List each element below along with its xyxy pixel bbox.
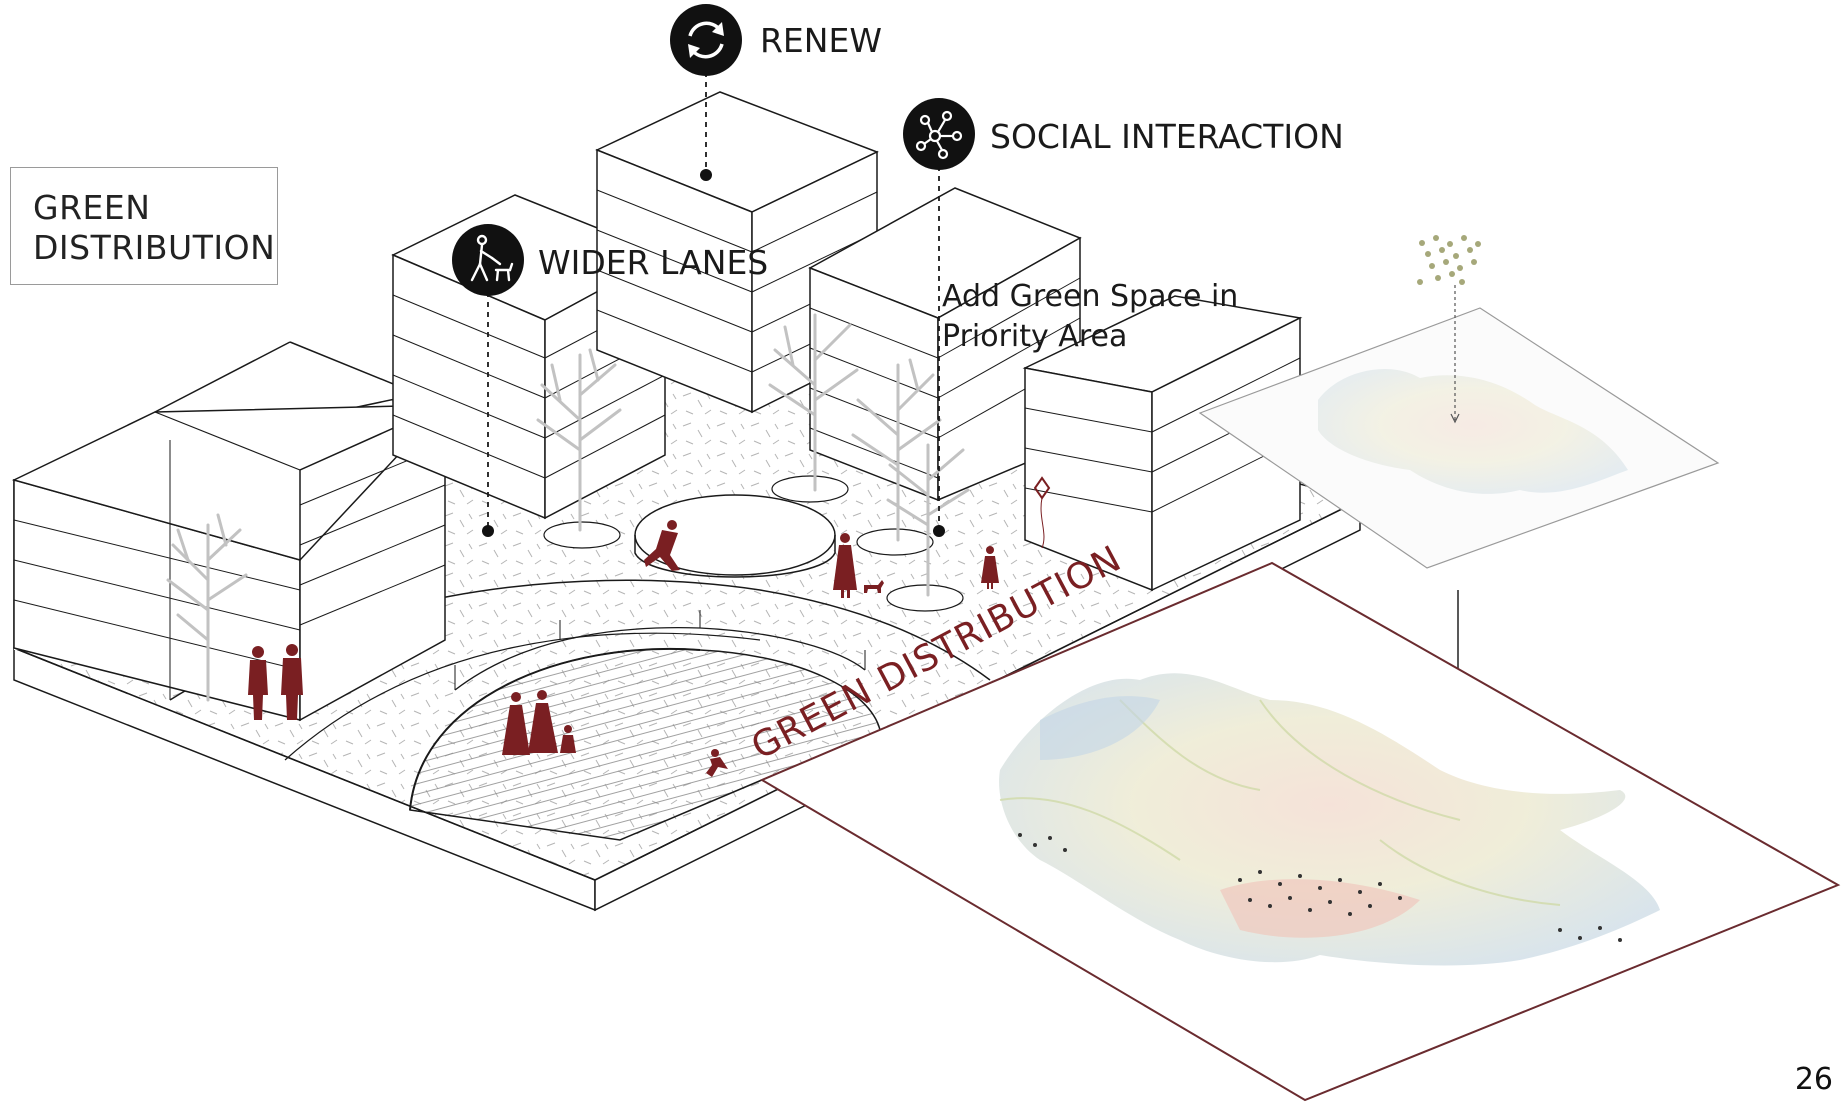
person-figure — [281, 644, 303, 720]
callout-leaders — [487, 72, 940, 530]
tree — [768, 313, 859, 492]
person-figure — [981, 546, 999, 589]
tree-pits — [543, 475, 964, 612]
title-box: GREEN DISTRIBUTION — [10, 167, 278, 285]
building-left — [11, 341, 446, 722]
person-figure — [502, 692, 530, 755]
title-line-1: GREEN — [33, 188, 151, 227]
callout-anchor-dots — [482, 169, 945, 537]
tree — [536, 348, 622, 532]
kite-figure — [1033, 476, 1051, 549]
trees — [166, 313, 970, 702]
callout-priority-line2: Priority Area — [942, 319, 1127, 354]
amphitheatre-deck — [409, 610, 881, 841]
lower-map-plane — [759, 561, 1841, 1102]
person-figure — [560, 725, 576, 753]
person-figure — [528, 690, 558, 753]
tree — [886, 443, 970, 597]
network-icon — [903, 98, 975, 170]
person-figure — [706, 749, 728, 777]
person-figure — [248, 646, 268, 720]
tree — [851, 358, 942, 542]
page-number: 26 — [1794, 1062, 1833, 1097]
pedestrian-dog-icon — [452, 224, 524, 296]
upper-map-plane — [1198, 235, 1720, 569]
dog-figure — [864, 580, 884, 593]
circular-podium — [634, 494, 836, 578]
building-right — [1022, 295, 1303, 592]
seed-dots — [1417, 235, 1481, 285]
title-line-2: DISTRIBUTION — [33, 228, 276, 267]
priority-points — [1018, 833, 1622, 942]
person-figure — [833, 533, 857, 598]
callout-social-interaction: SOCIAL INTERACTION — [990, 117, 1344, 156]
callout-priority-line1: Add Green Space in — [942, 279, 1238, 314]
refresh-icon — [670, 4, 742, 76]
people — [248, 476, 1051, 777]
callout-wider-lanes: WIDER LANES — [538, 243, 768, 282]
callout-renew: RENEW — [760, 21, 882, 60]
tree — [166, 513, 248, 702]
person-figure — [644, 520, 680, 571]
